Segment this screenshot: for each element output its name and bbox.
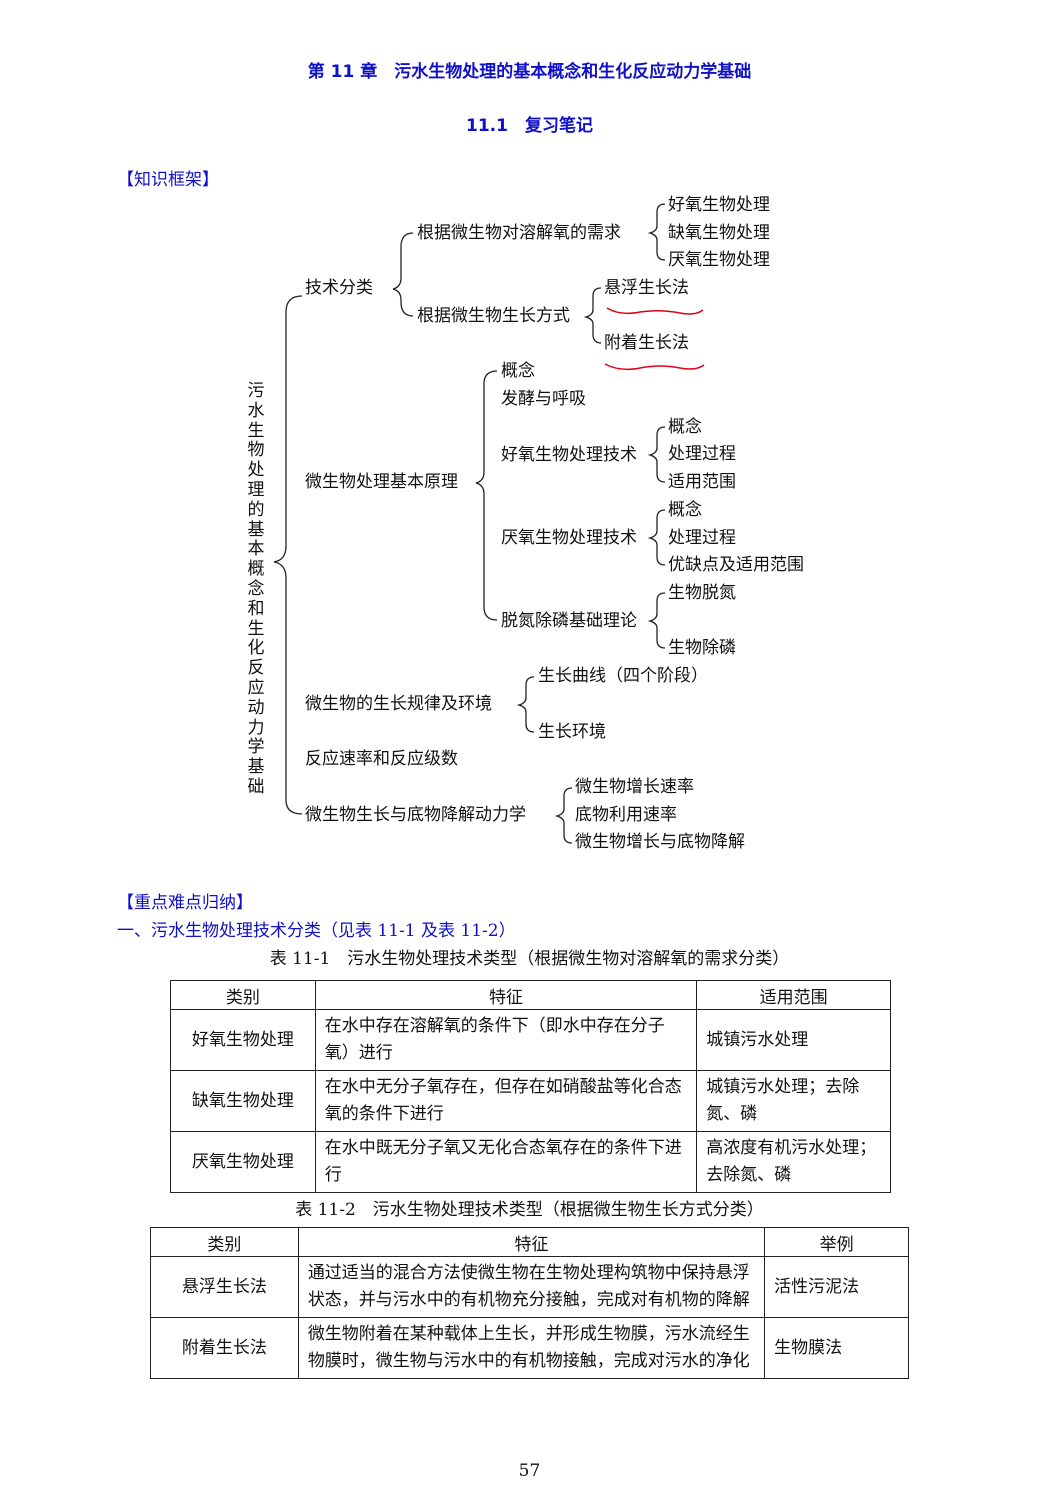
table-row: 缺氧生物处理 在水中无分子氧存在，但存在如硝酸盐等化合态氧的条件下进行 城镇污水… xyxy=(170,1070,891,1132)
table2-cell-feature: 微生物附着在某种载体上生长，并形成生物膜，污水流经生物膜时，微生物与污水中的有机… xyxy=(297,1317,766,1379)
table2: 类别 特征 举例 悬浮生长法 通过适当的混合方法使微生物在生物处理构筑物中保持悬… xyxy=(150,1227,909,1379)
node-aer-process: 处理过程 xyxy=(668,444,736,464)
table1-cell-feature: 在水中存在溶解氧的条件下（即水中存在分子氧）进行 xyxy=(314,1009,698,1071)
root-brace xyxy=(273,295,303,815)
node-tech-class: 技术分类 xyxy=(305,278,373,298)
framework-label: 【知识框架】 xyxy=(117,170,219,190)
table1-header-scope: 适用范围 xyxy=(696,980,891,1010)
table2-header-type: 类别 xyxy=(150,1227,299,1257)
root-vertical-title: 污水生物处理的基本概念和生化反应动力学基础 xyxy=(247,381,265,797)
table1-cell-scope: 城镇污水处理；去除氮、磷 xyxy=(696,1070,891,1132)
node-growth-rules: 微生物的生长规律及环境 xyxy=(305,694,492,714)
table1-cell-type: 缺氧生物处理 xyxy=(170,1070,316,1132)
node-aerobic-tech: 好氧生物处理技术 xyxy=(501,445,637,465)
table1: 类别 特征 适用范围 好氧生物处理 在水中存在溶解氧的条件下（即水中存在分子氧）… xyxy=(170,980,891,1193)
table-row: 好氧生物处理 在水中存在溶解氧的条件下（即水中存在分子氧）进行 城镇污水处理 xyxy=(170,1009,891,1071)
node-aerobic: 好氧生物处理 xyxy=(668,195,770,215)
node-nutrient-removal: 脱氮除磷基础理论 xyxy=(501,611,637,631)
table2-header-row: 类别 特征 举例 xyxy=(150,1227,909,1257)
node-ana-concept: 概念 xyxy=(668,500,702,520)
oxygen-brace xyxy=(647,203,666,261)
table2-caption: 表 11-2 污水生物处理技术类型（根据微生物生长方式分类） xyxy=(295,1200,764,1220)
node-growth-env: 生长环境 xyxy=(538,722,606,742)
growth-rules-brace xyxy=(516,676,535,733)
keypoints-label: 【重点难点归纳】 xyxy=(117,893,253,913)
tech-brace xyxy=(392,232,414,317)
table2-cell-type: 悬浮生长法 xyxy=(150,1256,299,1318)
node-substrate-rate: 底物利用速率 xyxy=(575,805,677,825)
table2-cell-type: 附着生长法 xyxy=(150,1317,299,1379)
table1-header-type: 类别 xyxy=(170,980,316,1010)
node-principles: 微生物处理基本原理 xyxy=(305,472,458,492)
kinetics-brace xyxy=(554,787,573,844)
node-by-oxygen: 根据微生物对溶解氧的需求 xyxy=(417,223,621,243)
node-aer-concept: 概念 xyxy=(668,417,702,437)
node-ana-scope: 优缺点及适用范围 xyxy=(668,555,804,575)
red-underline-2 xyxy=(604,363,705,371)
table1-cell-type: 好氧生物处理 xyxy=(170,1009,316,1071)
table1-cell-scope: 城镇污水处理 xyxy=(696,1009,891,1071)
node-anoxic: 缺氧生物处理 xyxy=(668,223,770,243)
table2-header-example: 举例 xyxy=(764,1227,909,1257)
table-row: 厌氧生物处理 在水中既无分子氧又无化合态氧存在的条件下进行 高浓度有机污水处理；… xyxy=(170,1131,891,1193)
page-number: 57 xyxy=(518,1461,541,1481)
table2-cell-example: 生物膜法 xyxy=(764,1317,909,1379)
node-kinetics: 微生物生长与底物降解动力学 xyxy=(305,805,526,825)
node-ana-process: 处理过程 xyxy=(668,528,736,548)
chapter-title: 第 11 章 污水生物处理的基本概念和生化反应动力学基础 xyxy=(307,62,752,82)
node-p-removal: 生物除磷 xyxy=(668,638,736,658)
table1-cell-scope: 高浓度有机污水处理；去除氮、磷 xyxy=(696,1131,891,1193)
table1-caption: 表 11-1 污水生物处理技术类型（根据微生物对溶解氧的需求分类） xyxy=(269,949,790,969)
node-reaction-rate: 反应速率和反应级数 xyxy=(305,749,458,769)
node-attached: 附着生长法 xyxy=(604,333,689,353)
table1-header-feature: 特征 xyxy=(314,980,698,1010)
anaerobic-tech-brace xyxy=(647,509,666,566)
table2-header-feature: 特征 xyxy=(297,1227,766,1257)
section-title: 11.1 复习笔记 xyxy=(466,116,593,136)
node-by-growth: 根据微生物生长方式 xyxy=(417,306,570,326)
node-growth-curve: 生长曲线（四个阶段） xyxy=(538,666,708,686)
table1-header-row: 类别 特征 适用范围 xyxy=(170,980,891,1010)
red-underline-1 xyxy=(606,307,704,315)
node-anaerobic: 厌氧生物处理 xyxy=(668,250,770,270)
table1-cell-feature: 在水中既无分子氧又无化合态氧存在的条件下进行 xyxy=(314,1131,698,1193)
table2-cell-feature: 通过适当的混合方法使微生物在生物处理构筑物中保持悬浮状态，并与污水中的有机物充分… xyxy=(297,1256,766,1318)
node-suspended: 悬浮生长法 xyxy=(604,278,689,298)
principles-brace xyxy=(475,370,498,621)
node-fermentation: 发酵与呼吸 xyxy=(501,389,586,409)
node-anaerobic-tech: 厌氧生物处理技术 xyxy=(501,528,637,548)
aerobic-tech-brace xyxy=(647,426,666,483)
node-denitrification: 生物脱氮 xyxy=(668,583,736,603)
node-growth-rate: 微生物增长速率 xyxy=(575,777,694,797)
table2-cell-example: 活性污泥法 xyxy=(764,1256,909,1318)
nutrient-brace xyxy=(647,592,666,649)
growth-brace xyxy=(583,287,602,344)
table1-cell-type: 厌氧生物处理 xyxy=(170,1131,316,1193)
node-aer-scope: 适用范围 xyxy=(668,472,736,492)
node-concept: 概念 xyxy=(501,361,535,381)
table-row: 附着生长法 微生物附着在某种载体上生长，并形成生物膜，污水流经生物膜时，微生物与… xyxy=(150,1317,909,1379)
section-one-heading: 一、污水生物处理技术分类（见表 11-1 及表 11-2） xyxy=(117,921,516,941)
table1-cell-feature: 在水中无分子氧存在，但存在如硝酸盐等化合态氧的条件下进行 xyxy=(314,1070,698,1132)
tree-braces xyxy=(273,203,705,844)
table-row: 悬浮生长法 通过适当的混合方法使微生物在生物处理构筑物中保持悬浮状态，并与污水中… xyxy=(150,1256,909,1318)
node-growth-degradation: 微生物增长与底物降解 xyxy=(575,832,745,852)
